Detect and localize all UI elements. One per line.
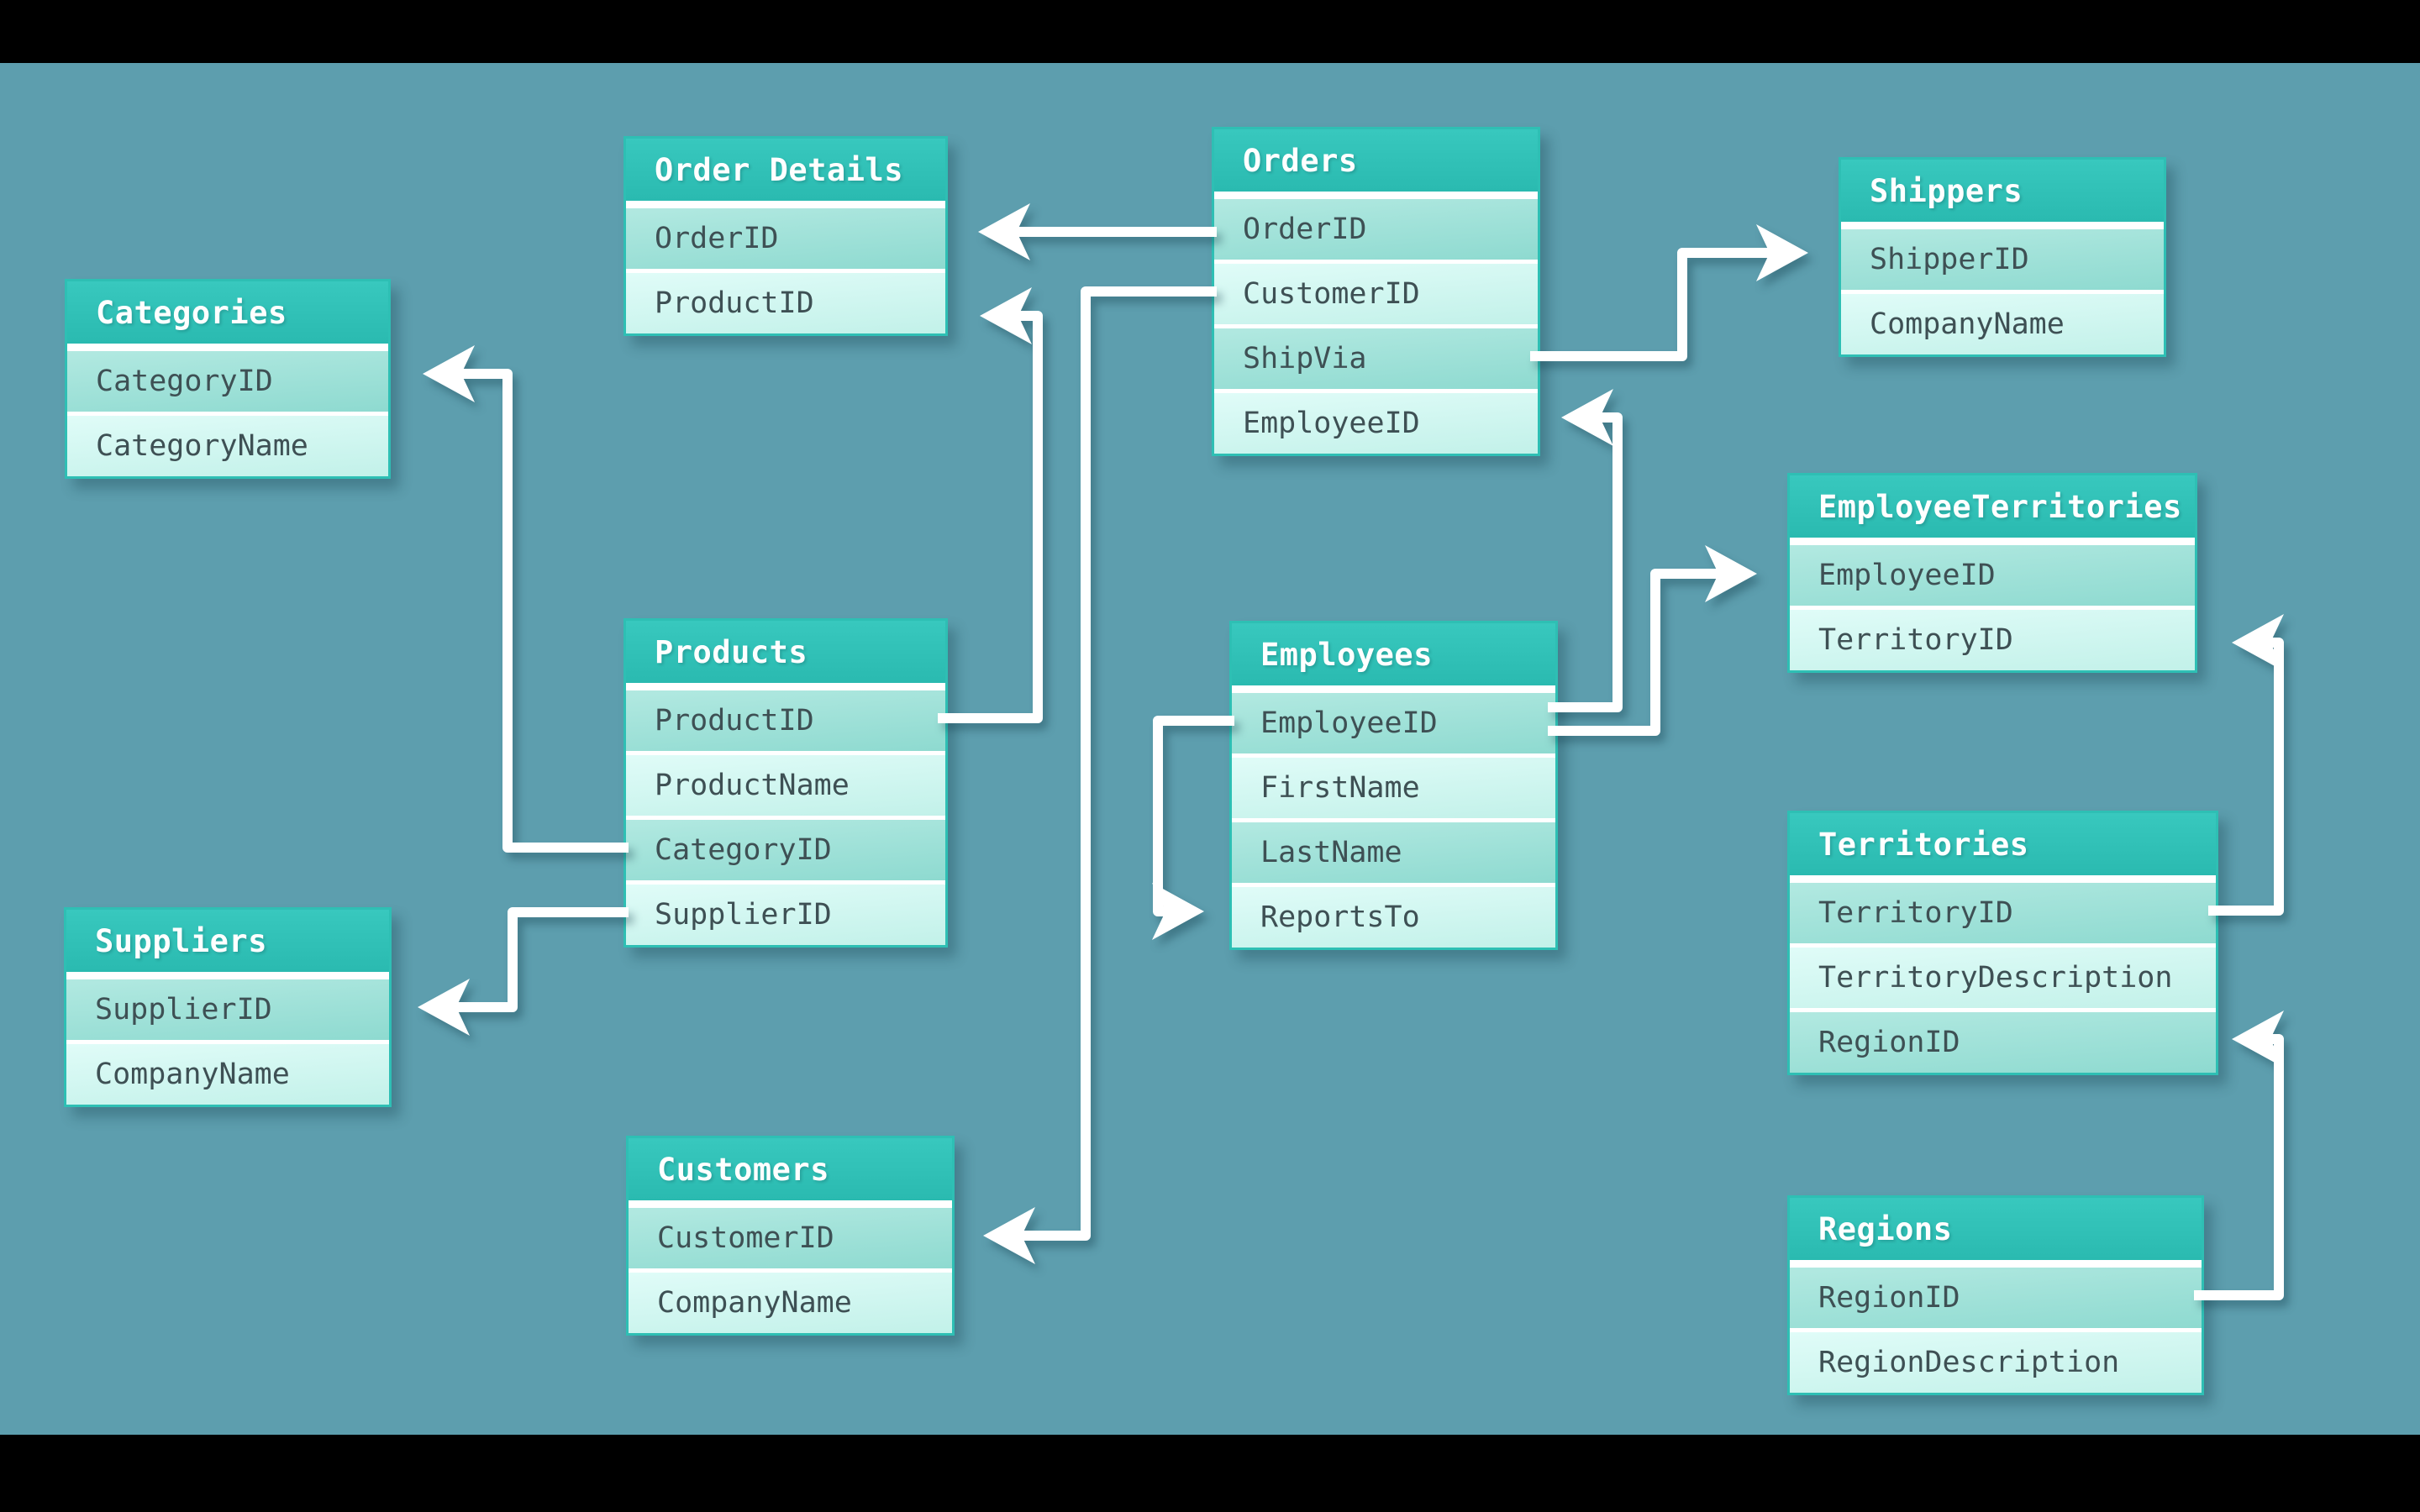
table-title-employeeterritories: EmployeeTerritories [1790,475,2195,538]
table-title-products: Products [626,621,945,683]
table-title-shippers: Shippers [1841,160,2164,222]
field-row-orders-orderid: OrderID [1214,199,1538,260]
table-title-order-details: Order Details [626,139,945,201]
field-row-employees-employeeid: EmployeeID [1232,693,1555,753]
field-row-categories-categoryid: CategoryID [67,351,388,412]
field-row-suppliers-supplierid: SupplierID [66,979,389,1040]
field-row-suppliers-companyname: CompanyName [66,1044,389,1105]
table-title-categories: Categories [67,281,388,344]
field-row-orders-employeeid: EmployeeID [1214,393,1538,454]
table-title-customers: Customers [629,1138,952,1200]
field-row-regions-regionid: RegionID [1790,1268,2202,1328]
field-row-products-productname: ProductName [626,755,945,816]
field-row-employeeterritories-territoryid: TerritoryID [1790,610,2195,670]
table-title-orders: Orders [1214,129,1538,192]
field-row-orders-shipvia: ShipVia [1214,328,1538,389]
field-row-categories-categoryname: CategoryName [67,416,388,476]
field-row-regions-regiondescription: RegionDescription [1790,1332,2202,1393]
field-row-customers-customerid: CustomerID [629,1208,952,1268]
field-row-products-supplierid: SupplierID [626,885,945,945]
field-row-territories-territorydescription: TerritoryDescription [1790,948,2216,1008]
letterbox-top-bar [0,0,2420,63]
field-row-shippers-companyname: CompanyName [1841,294,2164,354]
table-title-suppliers: Suppliers [66,910,389,972]
table-title-employees: Employees [1232,623,1555,685]
field-row-customers-companyname: CompanyName [629,1273,952,1333]
field-row-employeeterritories-employeeid: EmployeeID [1790,545,2195,606]
field-row-order-details-productid: ProductID [626,273,945,333]
field-row-employees-reportsto: ReportsTo [1232,887,1555,948]
field-row-order-details-orderid: OrderID [626,208,945,269]
table-title-territories: Territories [1790,813,2216,875]
field-row-products-categoryid: CategoryID [626,820,945,880]
field-row-products-productid: ProductID [626,690,945,751]
letterbox-bottom-bar [0,1435,2420,1512]
field-row-employees-firstname: FirstName [1232,758,1555,818]
field-row-employees-lastname: LastName [1232,822,1555,883]
field-row-orders-customerid: CustomerID [1214,264,1538,324]
field-row-shippers-shipperid: ShipperID [1841,229,2164,290]
field-row-territories-regionid: RegionID [1790,1012,2216,1073]
field-row-territories-territoryid: TerritoryID [1790,883,2216,943]
table-title-regions: Regions [1790,1198,2202,1260]
